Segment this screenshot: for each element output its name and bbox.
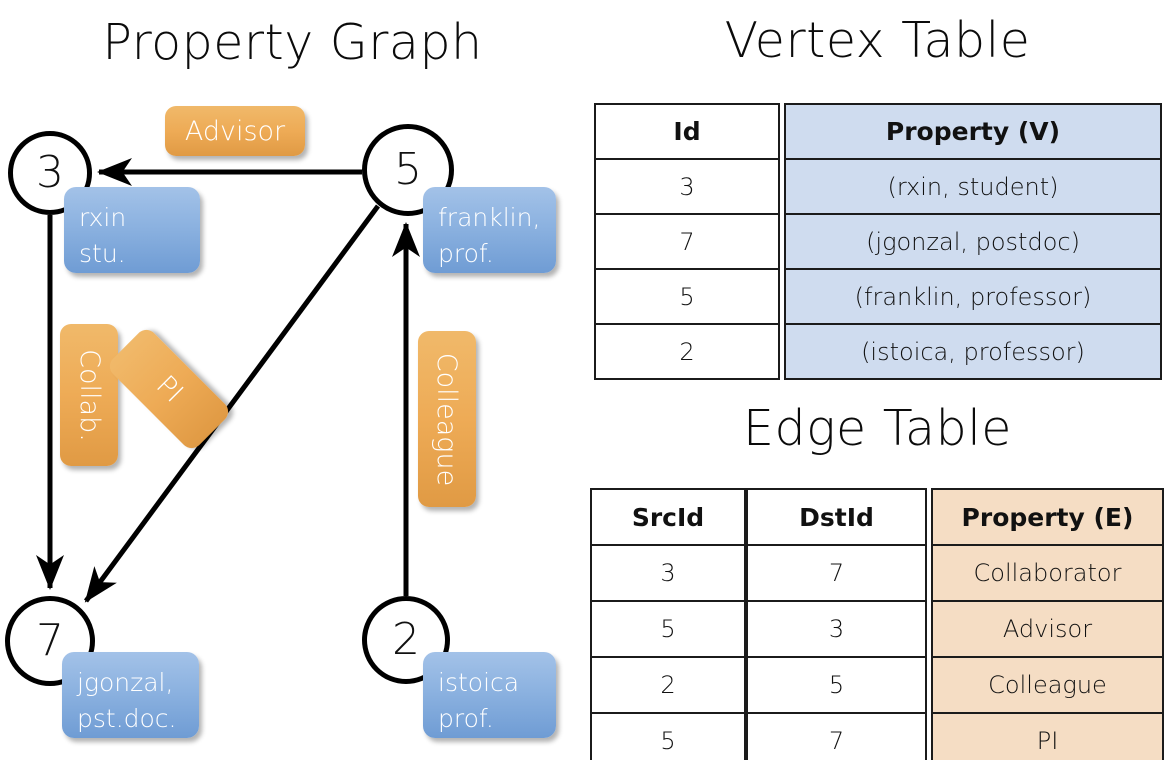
vertex-table-cell-id: 7 [594,213,780,270]
vertex-table-cell-property: (franklin, professor) [784,268,1162,325]
table-row: 3 [590,544,746,602]
edge-table-cell-property: PI [931,712,1164,760]
edge-table-cell-property: Advisor [931,600,1164,658]
table-row: 2 [594,323,780,380]
table-row: 5 [590,712,746,760]
edge-label-colleague: Colleague [418,331,476,507]
edge-label-colleague-text: Colleague [431,352,463,486]
table-row: Advisor [931,600,1164,658]
edge-table-cell-dstid: 7 [746,712,927,760]
vertex-table-cell-property: (rxin, student) [784,158,1162,215]
property-graph-diagram: Advisor Collab. PI Colleague 3 5 7 2 rxi… [5,106,556,738]
node-property-box-3: rxin stu. [64,187,200,273]
table-row: 5 [590,600,746,658]
edge-label-collab-text: Collab. [73,348,105,442]
edge-label-collab: Collab. [60,324,118,466]
vertex-table-id-column: Id 3 7 5 2 [594,103,780,380]
vertex-table-cell-id: 2 [594,323,780,380]
edge-table-header-srcid: SrcId [590,488,746,546]
edge-label-advisor-text: Advisor [184,115,286,147]
page-title-property-graph: Property Graph [102,14,483,71]
table-row: 7 [746,712,927,760]
edge-table: SrcId 3 5 2 5 DstId 7 3 [590,488,1164,760]
edge-table-header-property: Property (E) [931,488,1164,546]
table-row: 7 [594,213,780,270]
vertex-table-cell-property: (jgonzal, postdoc) [784,213,1162,270]
vertex-table-cell-id: 5 [594,268,780,325]
edge-table-cell-srcid: 5 [590,600,746,658]
vertex-table-header-id: Id [594,103,780,160]
node-property-box-7: jgonzal, pst.doc. [62,652,199,738]
vertex-table: Id 3 7 5 2 Property (V) (rxin, student) [594,103,1162,380]
edge-label-advisor: Advisor [165,106,305,156]
graph-edges-svg [36,158,420,603]
table-header-row: Property (V) [784,103,1162,160]
table-row: PI [931,712,1164,760]
vertex-table-property-column: Property (V) (rxin, student) (jgonzal, p… [784,103,1162,380]
table-header-row: Id [594,103,780,160]
edge-table-cell-srcid: 3 [590,544,746,602]
edge-table-cell-dstid: 5 [746,656,927,714]
page-title-edge-table: Edge Table [743,400,1012,457]
edge-table-cell-property: Colleague [931,656,1164,714]
vertex-table-cell-property: (istoica, professor) [784,323,1162,380]
graph-node-5: 5 [362,124,454,216]
table-row: (istoica, professor) [784,323,1162,380]
node-property-box-5: franklin, prof. [423,187,556,273]
edge-table-cell-dstid: 3 [746,600,927,658]
edge-label-pi-text: PI [149,369,189,409]
edge-5-to-7 [83,204,381,603]
table-header-row: DstId [746,488,927,546]
table-header-row: Property (E) [931,488,1164,546]
table-row: (franklin, professor) [784,268,1162,325]
edge-table-cell-property: Collaborator [931,544,1164,602]
table-row: 3 [746,600,927,658]
table-row: 3 [594,158,780,215]
table-header-row: SrcId [590,488,746,546]
table-row: 5 [594,268,780,325]
edge-table-cell-srcid: 5 [590,712,746,760]
table-row: (jgonzal, postdoc) [784,213,1162,270]
page-title-vertex-table: Vertex Table [724,12,1031,69]
table-row: 5 [746,656,927,714]
vertex-table-cell-id: 3 [594,158,780,215]
table-row: 2 [590,656,746,714]
node-property-box-2: istoica prof. [423,652,556,738]
table-row: (rxin, student) [784,158,1162,215]
table-row: Collaborator [931,544,1164,602]
edge-table-srcid-column: SrcId 3 5 2 5 [590,488,746,760]
edge-table-cell-srcid: 2 [590,656,746,714]
table-row: Colleague [931,656,1164,714]
edge-table-property-column: Property (E) Collaborator Advisor Collea… [931,488,1164,760]
vertex-table-header-property: Property (V) [784,103,1162,160]
graph-node-2: 2 [362,596,450,684]
edge-table-header-dstid: DstId [746,488,927,546]
edge-table-dstid-column: DstId 7 3 5 7 [746,488,927,760]
table-row: 7 [746,544,927,602]
edge-table-cell-dstid: 7 [746,544,927,602]
